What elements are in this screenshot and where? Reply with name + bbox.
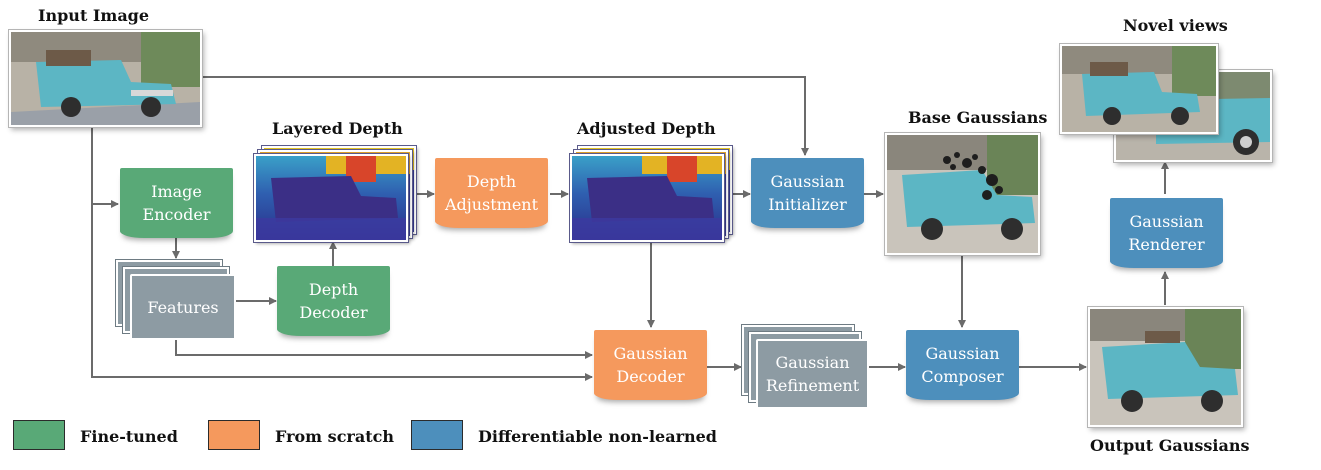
legend-label-fine-tuned: Fine-tuned bbox=[80, 427, 178, 446]
output-gaussians-image bbox=[1088, 307, 1243, 427]
arrow-input-down bbox=[91, 126, 593, 381]
image-encoder-line2: Encoder bbox=[142, 205, 211, 224]
gaussian-refinement-line2: Refinement bbox=[765, 376, 860, 395]
depth-decoder-line2: Decoder bbox=[299, 303, 368, 322]
gaussian-decoder-line2: Decoder bbox=[616, 367, 685, 386]
gaussian-refinement-node: Gaussian Refinement bbox=[756, 339, 869, 409]
depth-decoder-line1: Depth bbox=[308, 280, 359, 299]
depth-adjustment-node: Depth Adjustment bbox=[435, 158, 548, 228]
input-image-title: Input Image bbox=[38, 6, 150, 25]
base-gaussians-title: Base Gaussians bbox=[908, 108, 1048, 127]
features-node: Features bbox=[130, 274, 236, 340]
depth-decoder-node: Depth Decoder bbox=[277, 266, 390, 336]
novel-view-1 bbox=[1060, 44, 1218, 134]
gaussian-refinement-line1: Gaussian bbox=[775, 353, 850, 372]
gaussian-renderer-line1: Gaussian bbox=[1129, 212, 1204, 231]
depth-adjustment-line1: Depth bbox=[466, 172, 517, 191]
image-encoder-line1: Image bbox=[151, 182, 202, 201]
gaussian-decoder-node: Gaussian Decoder bbox=[594, 330, 707, 400]
novel-views-title: Novel views bbox=[1123, 16, 1228, 35]
arrow-features-to-gaussian-decoder bbox=[175, 340, 593, 359]
base-gaussians-image bbox=[885, 133, 1040, 255]
gaussian-initializer-node: Gaussian Initializer bbox=[751, 158, 864, 228]
image-encoder-node: Image Encoder bbox=[120, 168, 233, 238]
gaussian-composer-line2: Composer bbox=[921, 367, 1004, 386]
features-label: Features bbox=[147, 297, 219, 317]
legend-swatch-non-learned bbox=[411, 420, 463, 450]
gaussian-composer-line1: Gaussian bbox=[925, 344, 1000, 363]
gaussian-initializer-line2: Initializer bbox=[768, 195, 847, 214]
gaussian-decoder-line1: Gaussian bbox=[613, 344, 688, 363]
gaussian-renderer-line2: Renderer bbox=[1128, 235, 1205, 254]
legend-label-from-scratch: From scratch bbox=[275, 427, 394, 446]
adjusted-depth-title: Adjusted Depth bbox=[577, 119, 716, 138]
gaussian-composer-node: Gaussian Composer bbox=[906, 330, 1019, 400]
gaussian-renderer-node: Gaussian Renderer bbox=[1110, 198, 1223, 268]
adjusted-depth-image bbox=[570, 154, 724, 242]
input-image bbox=[9, 30, 202, 127]
output-gaussians-title: Output Gaussians bbox=[1090, 436, 1250, 455]
legend-swatch-from-scratch bbox=[208, 420, 260, 450]
layered-depth-image bbox=[254, 154, 408, 242]
gaussian-initializer-line1: Gaussian bbox=[770, 172, 845, 191]
legend-label-non-learned: Differentiable non-learned bbox=[478, 427, 717, 446]
layered-depth-title: Layered Depth bbox=[272, 119, 403, 138]
arrow-input-to-initializer bbox=[201, 76, 809, 156]
legend-swatch-fine-tuned bbox=[13, 420, 65, 450]
depth-adjustment-line2: Adjustment bbox=[444, 195, 539, 214]
